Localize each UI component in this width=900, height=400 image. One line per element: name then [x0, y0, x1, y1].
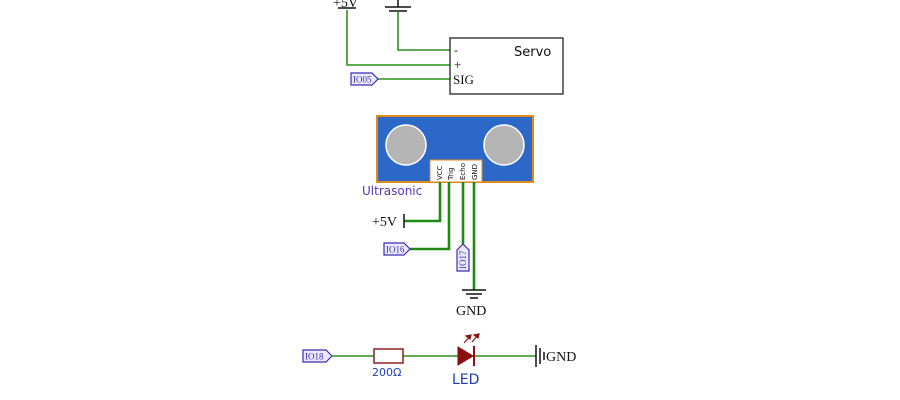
servo-supply-label: +5V — [333, 0, 358, 11]
sensor-power-supply: +5V — [372, 214, 405, 230]
resistor-value: 200Ω — [372, 366, 401, 379]
port-io05: IO05 — [350, 72, 379, 86]
resistor: 200Ω — [372, 348, 404, 379]
servo-power-wire — [346, 10, 450, 66]
sensor-pin-trig: Trig — [447, 167, 455, 181]
ultrasonic-label: Ultrasonic — [362, 184, 422, 198]
port-io05-label: IO05 — [353, 75, 372, 85]
servo-label: Servo — [514, 45, 551, 60]
servo-component: Servo - + SIG — [449, 37, 564, 95]
vcc-wire — [404, 182, 442, 223]
sensor-ground-symbol: GND — [456, 289, 486, 319]
sensor-pin-echo: Echo — [459, 163, 467, 180]
led-component: LED — [452, 333, 480, 388]
port-io18-label: IO18 — [305, 352, 324, 362]
servo-power-supply: +5V — [333, 0, 358, 11]
sensor-pin-header — [429, 159, 483, 183]
led-label: LED — [452, 372, 479, 388]
sensor-ground-label: GND — [456, 304, 486, 319]
trig-wire — [410, 182, 451, 251]
port-io16-label: IO16 — [386, 245, 405, 255]
sensor-supply-label: +5V — [372, 215, 397, 230]
transmitter-transducer — [385, 124, 427, 166]
servo-ground-wire — [397, 11, 450, 51]
led-light-arrows — [463, 333, 480, 344]
sensor-pin-vcc: VCC — [436, 165, 444, 180]
led-body — [457, 346, 474, 366]
port-io17: IO17 — [456, 243, 470, 272]
led-ground-label: GND — [546, 350, 576, 365]
servo-ground-symbol — [385, 0, 411, 12]
resistor-body — [373, 348, 404, 364]
servo-pin-signal: SIG — [453, 72, 474, 87]
ultrasonic-sensor: VCC Trig Echo GND — [376, 115, 534, 183]
sensor-pin-gnd: GND — [471, 164, 479, 180]
led-ground-symbol: GND — [535, 345, 576, 367]
servo-pin-ground: - — [454, 43, 458, 57]
port-io18: IO18 — [302, 349, 333, 363]
port-io16: IO16 — [383, 242, 411, 256]
receiver-transducer — [483, 124, 525, 166]
port-io17-label: IO17 — [458, 250, 468, 269]
servo-wires — [346, 10, 450, 80]
servo-body — [449, 37, 564, 95]
sensor-wires — [404, 182, 476, 290]
servo-pin-power: + — [454, 57, 461, 72]
